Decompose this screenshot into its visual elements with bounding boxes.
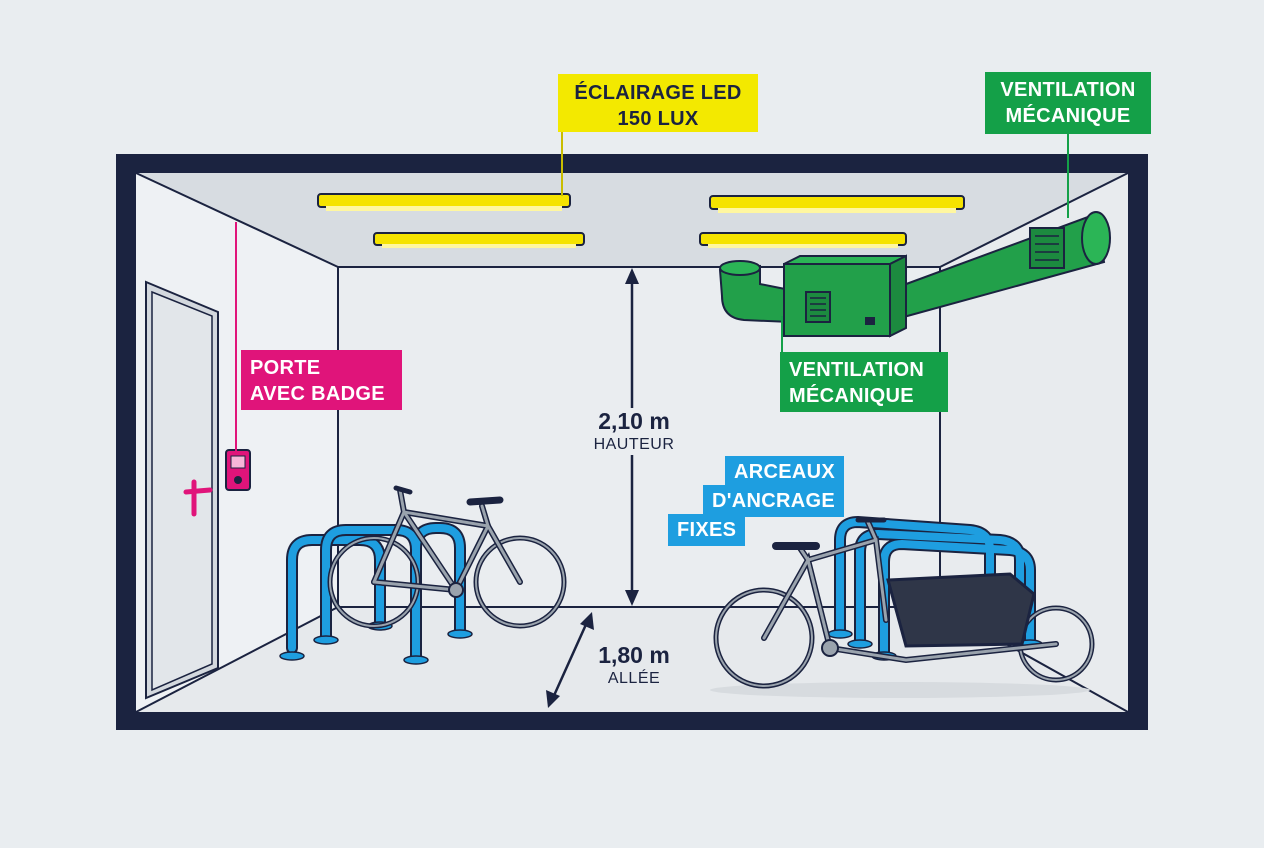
aisle-dimension-caption: ALLÉE bbox=[607, 670, 661, 687]
racks-callout-line2: D'ANCRAGE bbox=[702, 485, 844, 517]
bike-racks-left bbox=[279, 522, 473, 665]
ventilation-unit-callout-line2: MÉCANIQUE bbox=[789, 385, 914, 407]
led-light bbox=[709, 195, 965, 213]
led-light bbox=[699, 232, 907, 248]
lighting-callout-line2: 150 LUX bbox=[617, 108, 699, 130]
led-light bbox=[373, 232, 585, 248]
ventilation-unit-callout: VENTILATION MÉCANIQUE bbox=[780, 352, 948, 412]
ventilation-top-callout: VENTILATION MÉCANIQUE bbox=[985, 72, 1151, 134]
door-handle-icon bbox=[183, 479, 213, 517]
door-badge-callout: PORTE AVEC BADGE bbox=[241, 350, 402, 410]
lighting-callout-line1: ÉCLAIRAGE LED bbox=[574, 82, 742, 104]
racks-callout-line1: ARCEAUX bbox=[725, 456, 844, 488]
led-lights bbox=[317, 193, 965, 248]
racks-callout: ARCEAUX D'ANCRAGE FIXES bbox=[668, 456, 844, 546]
ventilation-unit-callout-line1: VENTILATION bbox=[789, 359, 925, 381]
aisle-dimension-arrow bbox=[546, 612, 594, 708]
door-badge-callout-line2: AVEC BADGE bbox=[250, 383, 385, 405]
leader-lines bbox=[235, 132, 1069, 452]
ventilation-unit bbox=[783, 263, 891, 337]
badge-reader-icon bbox=[225, 449, 251, 491]
racks-callout-line3: FIXES bbox=[668, 514, 746, 546]
cargo-bike bbox=[710, 517, 1095, 698]
bicycle bbox=[327, 485, 567, 629]
height-dimension-caption: HAUTEUR bbox=[593, 436, 675, 453]
height-dimension-label: 2,10 m HAUTEUR bbox=[572, 408, 696, 455]
door-badge-callout-line1: PORTE bbox=[250, 357, 321, 379]
led-light bbox=[317, 193, 571, 211]
ventilation-top-callout-line2: MÉCANIQUE bbox=[1005, 105, 1131, 127]
height-dimension-value: 2,10 m bbox=[598, 408, 670, 434]
door bbox=[145, 280, 219, 700]
cargo-box bbox=[886, 572, 1036, 648]
aisle-dimension-value: 1,80 m bbox=[598, 642, 670, 668]
duct-elbow bbox=[718, 264, 791, 324]
aisle-dimension-label: 1,80 m ALLÉE bbox=[578, 642, 690, 689]
duct-grille bbox=[1029, 227, 1065, 269]
duct-opening bbox=[1081, 211, 1111, 265]
ventilation-system bbox=[718, 211, 1111, 338]
lighting-callout: ÉCLAIRAGE LED 150 LUX bbox=[558, 74, 758, 132]
ventilation-top-callout-line1: VENTILATION bbox=[1000, 79, 1136, 101]
